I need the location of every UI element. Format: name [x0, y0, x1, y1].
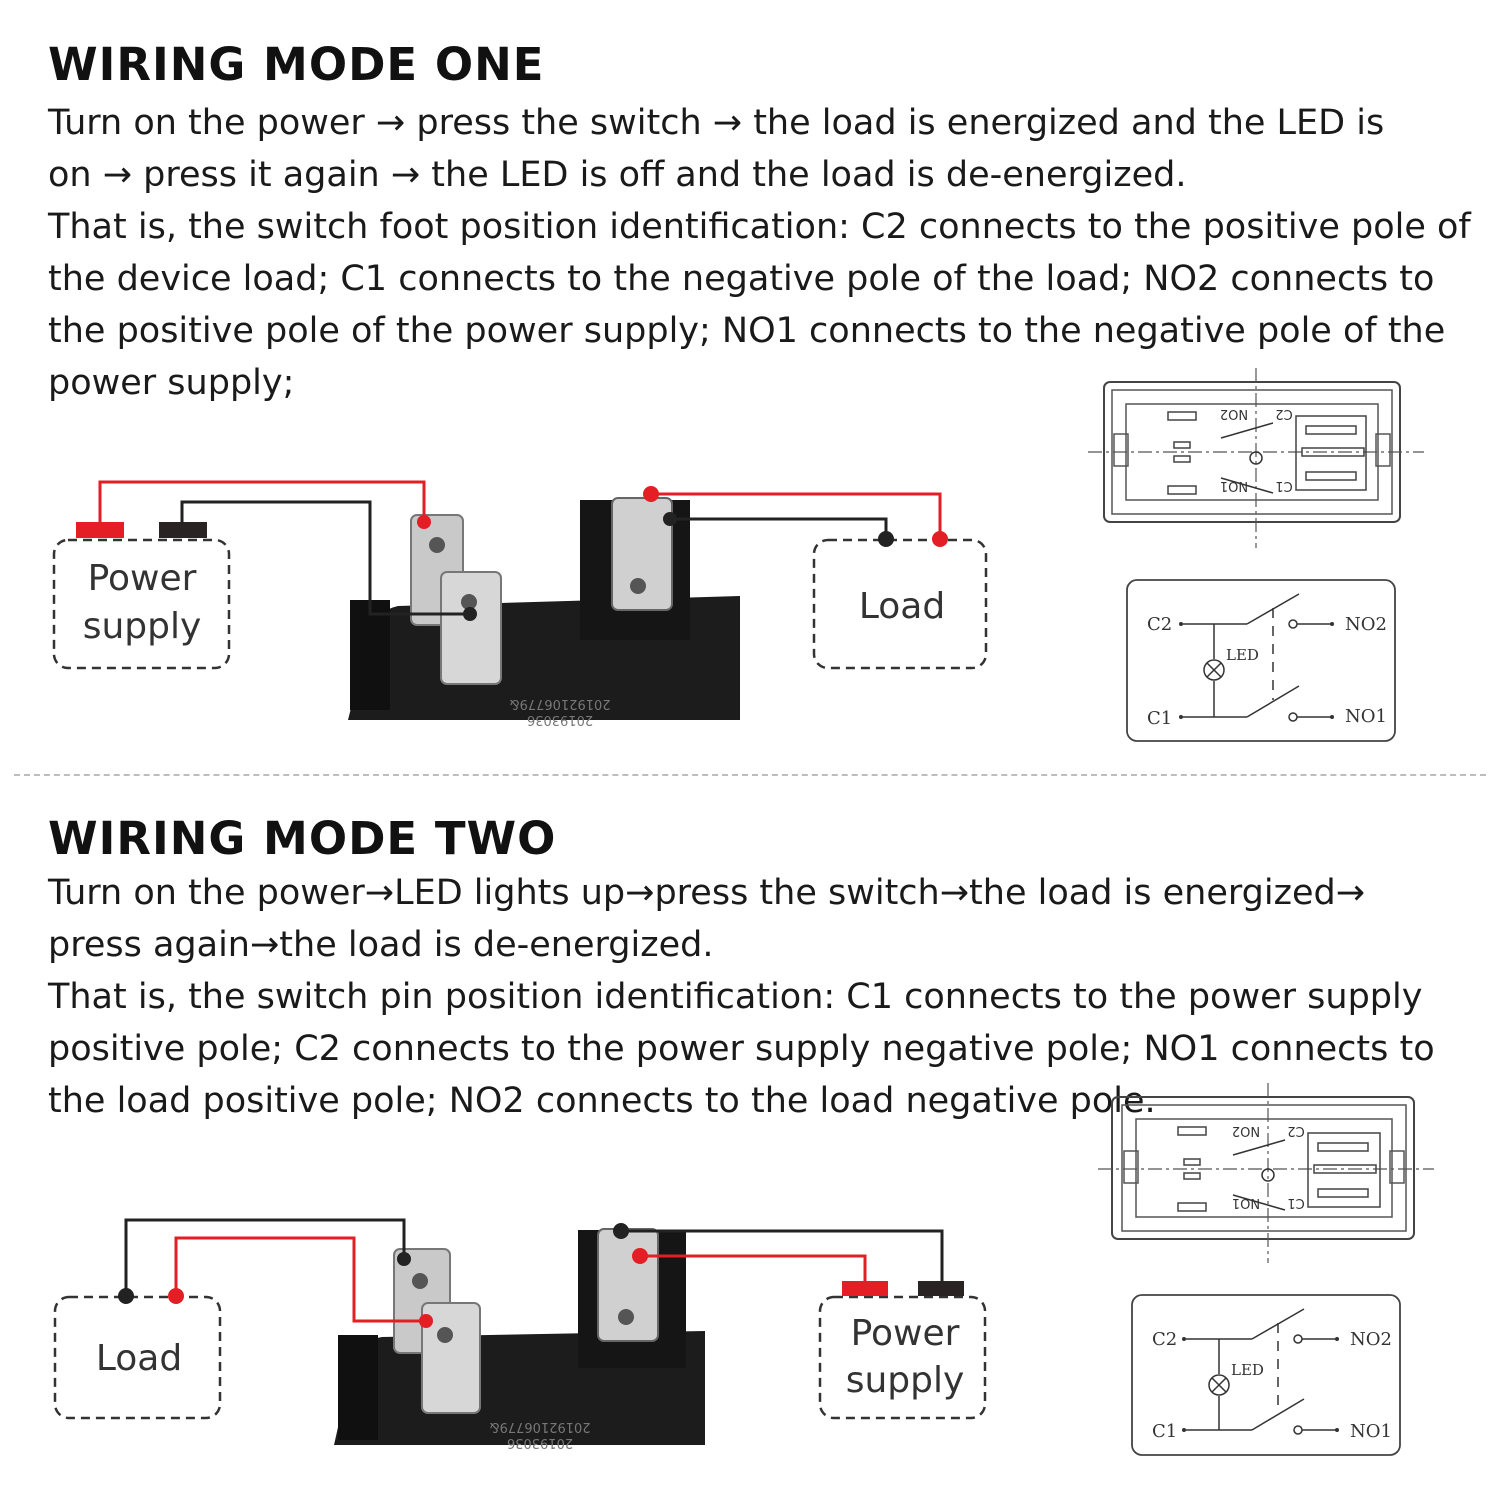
- wire-node: [932, 531, 948, 547]
- schematic-no1-label: NO1: [1345, 706, 1387, 727]
- positive-terminal: [842, 1281, 888, 1296]
- positive-wire-supply-to-no2: [98, 480, 426, 524]
- wire-node: [397, 1252, 411, 1266]
- wire-node: [168, 1288, 184, 1304]
- footprint-c1-label: C1: [1275, 478, 1292, 493]
- wire-node: [463, 607, 477, 621]
- footprint-no1-label: NO1: [1232, 1195, 1260, 1210]
- circuit-schematic: C2 C1 NO2 NO1 LED: [1126, 579, 1396, 742]
- power-supply-box: Power supply: [52, 522, 231, 670]
- wire-node: [878, 531, 894, 547]
- schematic-c1-label: C1: [1147, 708, 1172, 729]
- circuit-schematic: C2 C1 NO2 NO1 LED: [1131, 1294, 1401, 1456]
- positive-wire-c2-to-load: [651, 492, 942, 539]
- schematic-c1-label: C1: [1152, 1421, 1177, 1442]
- power-supply-label-line1: Power: [851, 1313, 960, 1354]
- mode-two-title: WIRING MODE TWO: [48, 812, 557, 865]
- switch-print-line2: 20193036: [507, 1435, 573, 1450]
- section-divider: [14, 774, 1486, 776]
- footprint-no1-label: NO1: [1220, 478, 1248, 493]
- mode-two-sequence-text: Turn on the power→LED lights up→press th…: [48, 873, 1366, 965]
- negative-wire-supply-to-no1: [180, 500, 470, 616]
- schematic-no2-label: NO2: [1345, 614, 1387, 635]
- wire-node: [118, 1288, 134, 1304]
- mode-one-wiring-diagram: Power supply Load 20192106779& 20193036: [52, 368, 1424, 742]
- switch-terminals: [410, 497, 673, 685]
- negative-wire-c1-to-load: [670, 517, 888, 539]
- power-supply-label-line2: supply: [83, 606, 202, 647]
- schematic-no1-label: NO1: [1350, 1421, 1392, 1442]
- footprint-c2-label: C2: [1275, 406, 1292, 421]
- wire-node: [613, 1223, 629, 1239]
- schematic-c2-label: C2: [1152, 1329, 1177, 1350]
- load-box: Load: [53, 1295, 222, 1420]
- positive-terminal: [76, 522, 124, 538]
- load-label: Load: [859, 586, 945, 627]
- negative-wire-load-to-no2: [124, 1218, 406, 1296]
- switch-print-line2: 20193036: [527, 712, 593, 727]
- wire-node: [643, 486, 659, 502]
- positive-wire-c1-to-supply: [640, 1254, 867, 1281]
- footprint-c2-label: C2: [1287, 1123, 1304, 1138]
- mode-two-pin-text: That is, the switch pin position identif…: [48, 977, 1435, 1121]
- mode-one-pin-text: That is, the switch foot position identi…: [48, 207, 1471, 403]
- wire-node: [663, 512, 677, 526]
- footprint-no2-label: NO2: [1220, 406, 1248, 421]
- wire-node: [632, 1248, 648, 1264]
- switch-print-line1: 20192106779&: [489, 1419, 590, 1434]
- load-label: Load: [96, 1338, 182, 1379]
- schematic-led-label: LED: [1231, 1361, 1264, 1379]
- led-symbol: [1203, 659, 1225, 681]
- negative-terminal: [918, 1281, 964, 1296]
- switch-footprint-drawing: NO2 C2 NO1 C1: [1088, 368, 1424, 548]
- wire-node: [419, 1314, 433, 1328]
- positive-wire-load-to-no1: [174, 1236, 426, 1323]
- switch-footprint-drawing: NO2 C2 NO1 C1: [1098, 1083, 1434, 1263]
- mode-one-title: WIRING MODE ONE: [48, 38, 545, 91]
- switch-print-line1: 20192106779&: [509, 696, 610, 711]
- power-supply-box: Power supply: [818, 1281, 987, 1420]
- negative-wire-c2-to-supply: [621, 1229, 944, 1281]
- power-supply-label-line1: Power: [88, 558, 197, 599]
- wiring-mode-two-section: WIRING MODE TWO Turn on the power→LED li…: [0, 775, 1500, 1500]
- schematic-c2-label: C2: [1147, 614, 1172, 635]
- mode-two-wiring-diagram: Load Power supply 20192106779& 20193036: [53, 1083, 1434, 1456]
- power-supply-label-line2: supply: [846, 1360, 965, 1401]
- led-symbol: [1208, 1374, 1230, 1396]
- switch-terminals: [393, 1228, 659, 1414]
- wiring-mode-one-section: WIRING MODE ONE Turn on the power → pres…: [48, 38, 1471, 742]
- footprint-c1-label: C1: [1287, 1195, 1304, 1210]
- wire-node: [417, 515, 431, 529]
- schematic-no2-label: NO2: [1350, 1329, 1392, 1350]
- negative-terminal: [159, 522, 207, 538]
- footprint-no2-label: NO2: [1232, 1123, 1260, 1138]
- load-box: Load: [812, 538, 988, 670]
- schematic-led-label: LED: [1226, 646, 1259, 664]
- mode-one-sequence-text: Turn on the power → press the switch → t…: [48, 103, 1385, 195]
